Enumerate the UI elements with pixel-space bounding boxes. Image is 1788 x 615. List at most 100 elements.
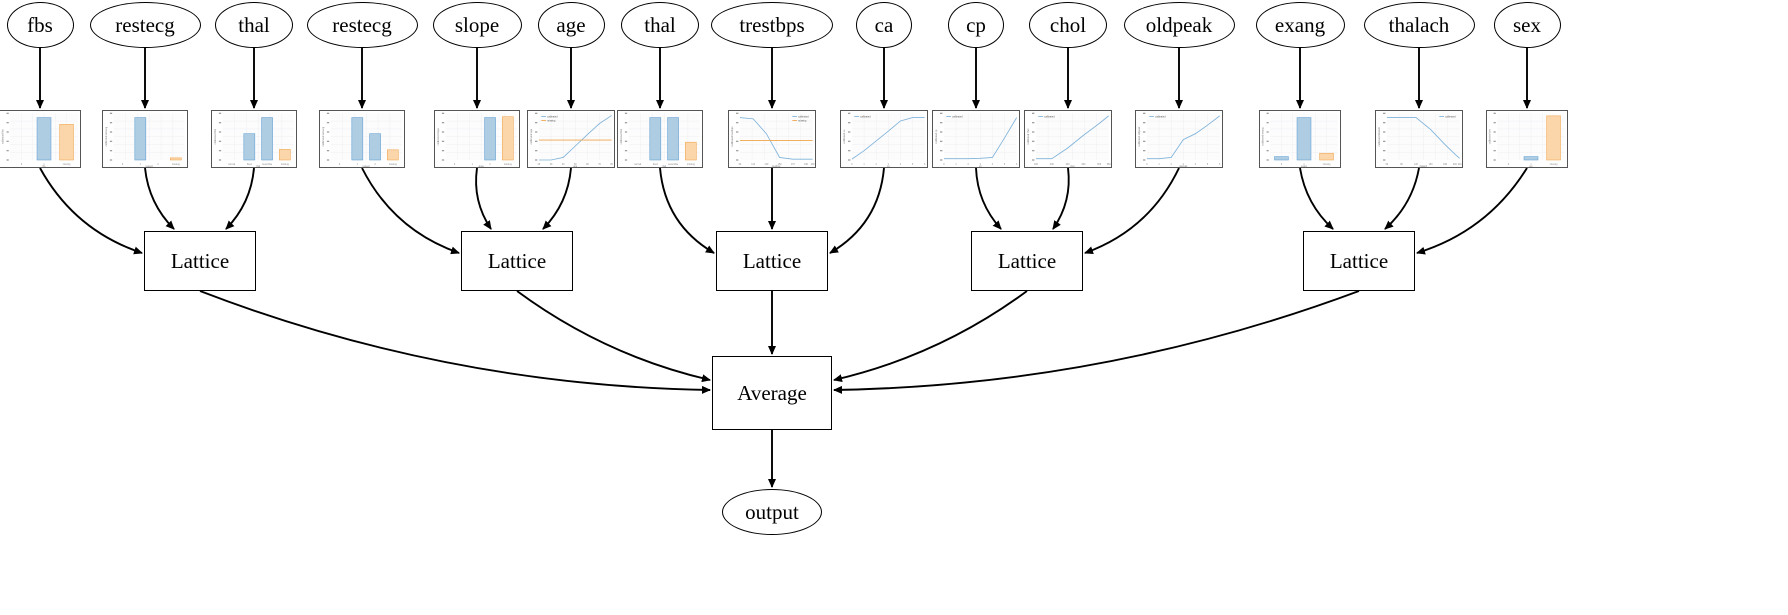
lattice-node-label: Lattice: [487, 248, 547, 273]
lattice-node-3[interactable]: Lattice: [971, 231, 1083, 291]
svg-text:150: 150: [778, 164, 783, 166]
svg-text:30: 30: [550, 164, 553, 166]
feature-node-slope-4[interactable]: slope: [432, 2, 522, 48]
svg-text:normal: normal: [634, 163, 642, 166]
svg-text:calibrated thal: calibrated thal: [620, 129, 623, 145]
feature-node-label: thalach: [1388, 12, 1450, 37]
svg-text:2: 2: [968, 164, 970, 166]
feature-node-label: cp: [966, 12, 986, 37]
svg-text:cp: cp: [979, 166, 982, 167]
svg-text:300: 300: [1066, 164, 1071, 166]
svg-text:calibrated fbs: calibrated fbs: [2, 128, 5, 144]
feature-node-label: exang: [1274, 12, 1326, 37]
feature-node-thal-2[interactable]: thal: [215, 2, 293, 48]
svg-text:trestbps: trestbps: [772, 165, 781, 167]
svg-text:calibrated: calibrated: [1044, 115, 1055, 118]
feature-node-label: restecg: [332, 12, 392, 37]
svg-text:normal: normal: [228, 163, 236, 166]
svg-text:oldpeak: oldpeak: [1179, 166, 1188, 167]
svg-text:missing: missing: [504, 163, 513, 166]
feature-node-label: thal: [644, 12, 676, 37]
svg-text:exang: exang: [1301, 166, 1308, 167]
svg-text:0: 0: [1146, 164, 1148, 166]
svg-text:calibrated restecg: calibrated restecg: [322, 126, 325, 146]
svg-text:200: 200: [1453, 164, 1458, 166]
lattice-node-4[interactable]: Lattice: [1303, 231, 1415, 291]
svg-text:1: 1: [1158, 164, 1160, 166]
svg-text:3: 3: [1183, 164, 1185, 166]
svg-text:3: 3: [888, 164, 890, 166]
svg-text:6: 6: [1219, 164, 1221, 166]
feature-node-exang-12[interactable]: exang: [1255, 2, 1345, 48]
svg-text:calibrated restecg: calibrated restecg: [105, 126, 108, 146]
svg-text:calibrated chol: calibrated chol: [1027, 128, 1030, 144]
svg-text:thalach: thalach: [1420, 165, 1428, 167]
feature-node-cp-9[interactable]: cp: [948, 2, 1004, 48]
output-node[interactable]: output: [722, 489, 822, 535]
svg-text:2: 2: [157, 163, 159, 166]
svg-text:1: 1: [955, 164, 957, 166]
lattice-node-0[interactable]: Lattice: [144, 231, 256, 291]
svg-text:180: 180: [1443, 164, 1448, 166]
feature-node-sex-14[interactable]: sex: [1493, 2, 1561, 48]
lattice-node-1[interactable]: Lattice: [461, 231, 573, 291]
svg-text:70: 70: [598, 164, 601, 166]
svg-text:0: 0: [1508, 164, 1510, 166]
feature-node-fbs-0[interactable]: fbs: [6, 2, 74, 48]
svg-text:0: 0: [339, 163, 341, 166]
feature-node-oldpeak-11[interactable]: oldpeak: [1123, 2, 1235, 48]
svg-text:1: 1: [1303, 164, 1305, 166]
svg-text:calibrated thal: calibrated thal: [214, 129, 217, 145]
svg-text:0: 0: [1281, 164, 1283, 166]
svg-text:100: 100: [1034, 164, 1039, 166]
feature-node-age-5[interactable]: age: [537, 2, 605, 48]
feature-node-chol-10[interactable]: chol: [1029, 2, 1107, 48]
svg-text:40: 40: [562, 164, 565, 166]
svg-text:missing: missing: [798, 120, 807, 123]
svg-text:missing: missing: [1323, 164, 1331, 166]
svg-text:0: 0: [122, 163, 124, 166]
svg-text:0: 0: [454, 163, 456, 166]
svg-text:calibrated age: calibrated age: [530, 128, 533, 144]
feature-node-thal-6[interactable]: thal: [621, 2, 699, 48]
svg-text:calibrated sex: calibrated sex: [1489, 128, 1492, 144]
svg-text:560: 560: [1107, 164, 1111, 166]
svg-text:50: 50: [574, 164, 577, 166]
svg-text:thal: thal: [662, 165, 666, 167]
lattice-node-label: Lattice: [170, 248, 230, 273]
svg-text:400: 400: [1081, 164, 1086, 166]
svg-text:60: 60: [1386, 164, 1389, 166]
svg-text:5: 5: [912, 164, 914, 166]
feature-node-thalach-13[interactable]: thalach: [1363, 2, 1475, 48]
average-node[interactable]: Average: [712, 356, 832, 430]
svg-text:calibrated: calibrated: [860, 115, 871, 118]
feature-node-restecg-1[interactable]: restecg: [89, 2, 201, 48]
svg-text:calibrated thalach: calibrated thalach: [1378, 126, 1381, 146]
svg-text:0: 0: [851, 164, 853, 166]
svg-text:170: 170: [791, 164, 796, 166]
svg-text:130: 130: [764, 164, 769, 166]
svg-text:calibrated cp: calibrated cp: [935, 129, 938, 144]
svg-text:5: 5: [1207, 164, 1209, 166]
lattice-node-2[interactable]: Lattice: [716, 231, 828, 291]
feature-node-trestbps-7[interactable]: trestbps: [711, 2, 833, 48]
svg-text:1: 1: [357, 163, 359, 166]
svg-text:60: 60: [586, 164, 589, 166]
svg-text:thal: thal: [256, 165, 260, 167]
svg-text:1: 1: [863, 164, 865, 166]
svg-text:calibrated trestbps: calibrated trestbps: [731, 126, 734, 147]
lattice-node-label: Lattice: [997, 248, 1057, 273]
feature-node-restecg-3[interactable]: restecg: [306, 2, 418, 48]
feature-node-label: age: [556, 12, 586, 37]
svg-text:0: 0: [943, 164, 945, 166]
svg-text:2: 2: [876, 164, 878, 166]
svg-text:500: 500: [1097, 164, 1102, 166]
feature-node-ca-8[interactable]: ca: [856, 2, 912, 48]
